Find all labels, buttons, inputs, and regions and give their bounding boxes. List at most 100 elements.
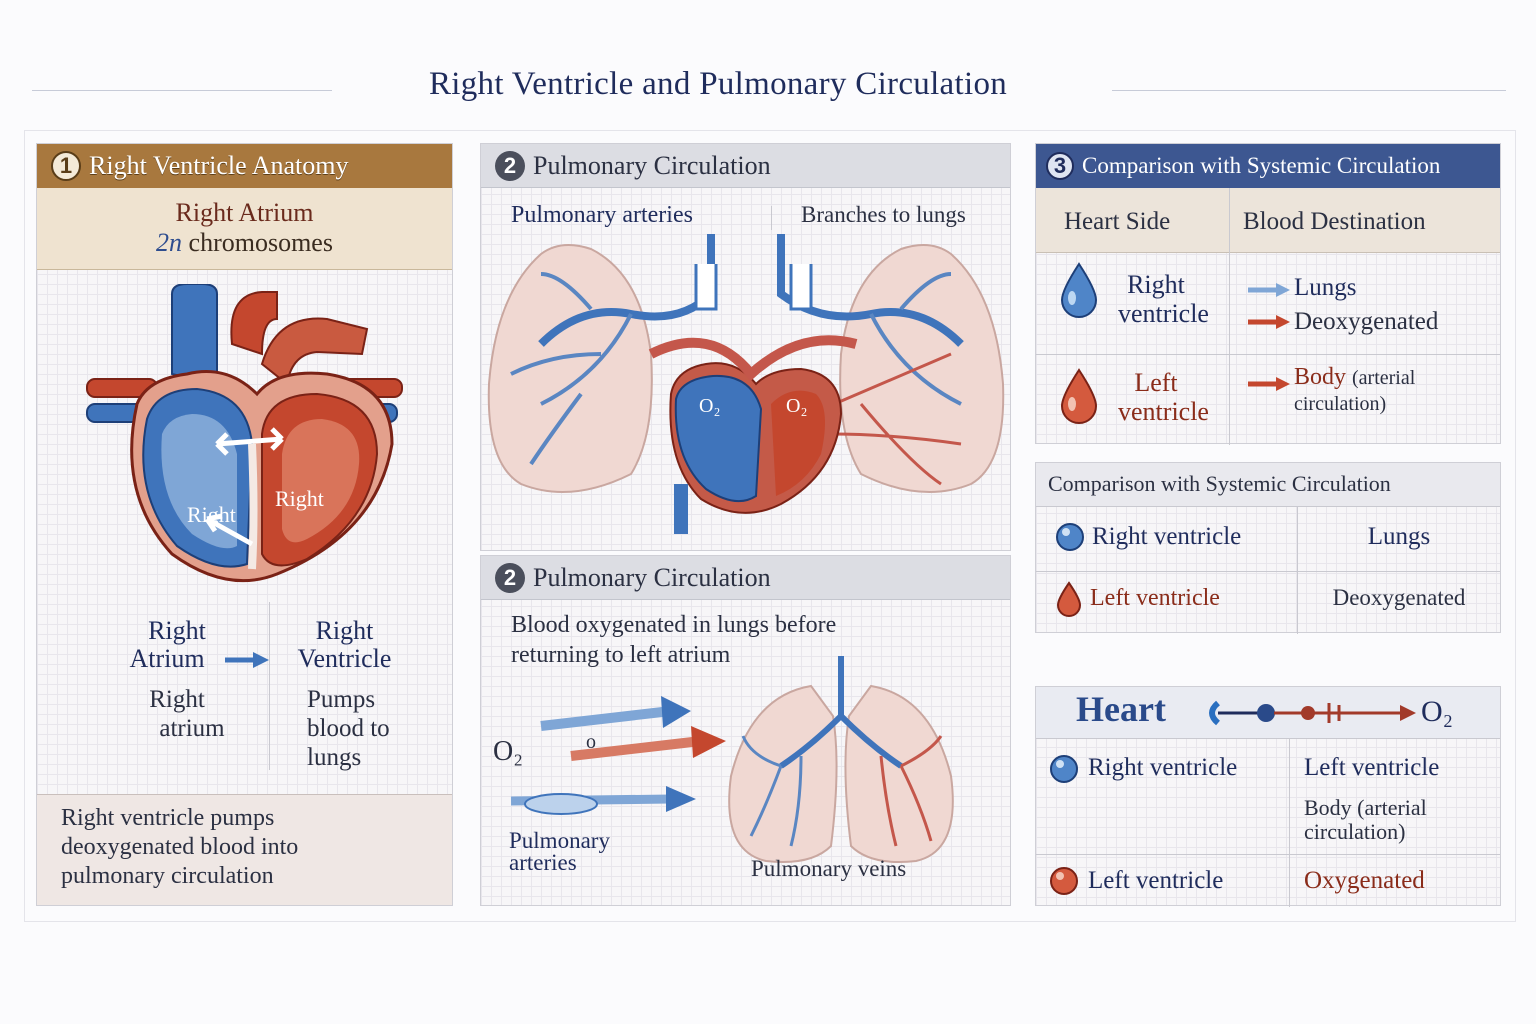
pulmonary-lungs-illustration: O₂ O₂: [487, 234, 1005, 534]
panel4-header: Comparison with Systemic Circulation: [1036, 463, 1500, 507]
o2-label: O₂: [493, 736, 523, 767]
blue-dot-icon: [1056, 523, 1084, 551]
panel-comparison-compact: Comparison with Systemic Circulation Rig…: [1035, 462, 1501, 634]
panel-comparison-table: 3 Comparison with Systemic Circulation H…: [1035, 143, 1501, 445]
panel-right-ventricle-anatomy: 1 Right Ventricle Anatomy Right Atrium 2…: [36, 143, 453, 906]
panel5-r1c2-c: circulation): [1304, 819, 1406, 844]
panel1-header-label: Right Ventricle Anatomy: [89, 151, 349, 180]
label-arteries-a: Pulmonary: [509, 828, 610, 853]
panel5-column-divider: [1289, 739, 1290, 907]
heart-illustration: Right Right: [86, 284, 403, 583]
panel3-header: 3 Comparison with Systemic Circulation: [1036, 144, 1500, 188]
panel2-header-label: Pulmonary Circulation: [533, 150, 771, 180]
panel-heart-oxygen: Heart O₂ Right ventricle Left ventricle …: [1035, 686, 1501, 907]
label-pulmonary-arteries: Pulmonary arteries: [511, 202, 693, 228]
panel1-badge: 1: [51, 151, 81, 181]
col1-bot-b: atrium: [159, 715, 225, 742]
panel5-heart-label: Heart: [1076, 689, 1166, 729]
row1-arrows: [1248, 283, 1290, 329]
panel3-column-divider: [1229, 188, 1230, 445]
label-pulmonary-veins: Pulmonary veins: [751, 856, 907, 881]
page-title: Right Ventricle and Pulmonary Circulatio…: [428, 66, 1008, 102]
panel5-r2c1: Left ventricle: [1088, 867, 1224, 894]
panel3-badge: 3: [1046, 152, 1074, 180]
panel5-row-divider: [1036, 854, 1500, 855]
row1-side-a: Right: [1127, 270, 1185, 299]
panel2-badge: 2: [495, 150, 525, 181]
row1-dest-deoxygenated: Deoxygenated: [1294, 308, 1439, 335]
col1-top-b: Atrium: [129, 644, 205, 673]
panel4-row-divider: [1036, 571, 1500, 572]
panel4-column-divider: [1297, 507, 1298, 634]
right-atrium-label: Right Atrium: [175, 198, 314, 227]
panel5-r1c2-a: Left ventricle: [1304, 754, 1440, 781]
chromosome-2n: 2n: [156, 228, 183, 257]
red-dot-icon: [1050, 867, 1078, 895]
panel5-header: Heart O₂: [1036, 687, 1500, 739]
atrium-to-ventricle-arrow: [225, 652, 269, 668]
panel4-r2c1: Left ventricle: [1090, 585, 1220, 611]
heart-o2-left: O₂: [699, 395, 720, 417]
blue-drop-icon: [1060, 262, 1098, 318]
col2-bot-b: blood to: [307, 715, 390, 742]
panel2b-badge: 2: [495, 562, 525, 593]
row2-arrow: [1248, 377, 1290, 391]
row2-dest-arterial: (arterial: [1352, 367, 1416, 389]
col-heart-side: Heart Side: [1064, 208, 1171, 235]
panel4-r2c2: Deoxygenated: [1332, 585, 1466, 610]
panel1-footer: Right ventricle pumps deoxygenated blood…: [37, 794, 452, 905]
panel2b-header: 2 Pulmonary Circulation: [481, 556, 1010, 600]
panel3-row-divider: [1036, 354, 1500, 355]
row2-side-a: Left: [1134, 368, 1178, 397]
desc-line-1: Blood oxygenated in lungs before: [511, 612, 837, 638]
col2-top-b: Ventricle: [297, 644, 392, 673]
right-atrium-box: Right Atrium 2n chromosomes: [37, 188, 452, 270]
desc-line-2: returning to left atrium: [511, 642, 731, 668]
row2-dest-line-2: circulation): [1294, 393, 1387, 415]
heart-label-right-atrium: Right: [275, 486, 324, 511]
panel2b-header-label: Pulmonary Circulation: [533, 562, 771, 592]
chromosome-label: chromosomes: [188, 228, 333, 257]
label-arteries-b: arteries: [509, 850, 577, 875]
row1-side-b: ventricle: [1118, 299, 1209, 328]
content-frame: [24, 130, 1516, 922]
col-blood-destination: Blood Destination: [1243, 208, 1426, 235]
title-rule-right: [1112, 90, 1506, 91]
red-drop-icon: [1060, 368, 1098, 424]
label-branches-to-lungs: Branches to lungs: [801, 202, 966, 227]
heart-to-o2-arrow-icon: [1209, 700, 1416, 726]
oxygenation-illustration: o: [510, 656, 954, 863]
panel5-o2-label: O₂: [1421, 695, 1454, 728]
panel5-r2c2: Oxygenated: [1304, 867, 1425, 894]
panel2-header: 2 Pulmonary Circulation: [481, 144, 1010, 188]
panel1-header: 1 Right Ventricle Anatomy: [37, 144, 452, 188]
label-divider: [771, 206, 772, 230]
footer-line-1: Right ventricle pumps: [61, 805, 275, 831]
panel3-header-label: Comparison with Systemic Circulation: [1082, 153, 1441, 178]
footer-line-2: deoxygenated blood into: [61, 834, 299, 860]
col2-bot-a: Pumps: [307, 686, 376, 713]
panel5-r1c1: Right ventricle: [1088, 754, 1238, 781]
heart-label-right-ventricle: Right: [187, 502, 236, 527]
row2-dest-line-1: Body (arterial: [1294, 364, 1415, 392]
chromosome-line: 2n chromosomes: [37, 228, 452, 258]
col2-bot-c: lungs: [307, 744, 362, 771]
panel5-r1c2-b: Body (arterial: [1304, 795, 1427, 820]
blue-dot-icon-2: [1050, 755, 1078, 783]
heart-o2-right: O₂: [786, 395, 807, 417]
title-rule-left: [32, 90, 332, 91]
row2-dest-body: Body: [1294, 364, 1347, 390]
panel-pulmonary-circulation-2: 2 Pulmonary Circulation Blood oxygenated…: [480, 555, 1011, 906]
panel4-r1c1: Right ventricle: [1092, 523, 1242, 550]
panel4-r1c2: Lungs: [1367, 523, 1431, 550]
panel3-column-headers: [1036, 188, 1500, 253]
panel4-header-label: Comparison with Systemic Circulation: [1048, 471, 1391, 496]
row2-side-b: ventricle: [1118, 397, 1209, 426]
small-o-label: o: [586, 731, 596, 753]
footer-line-3: pulmonary circulation: [61, 863, 274, 889]
row1-dest-lungs: Lungs: [1294, 274, 1357, 301]
panel1-divider: [269, 602, 270, 770]
col1-top-a: Right: [148, 616, 206, 645]
panel-pulmonary-circulation: 2 Pulmonary Circulation Pulmonary arteri…: [480, 143, 1011, 551]
col2-top-a: Right: [315, 616, 374, 645]
